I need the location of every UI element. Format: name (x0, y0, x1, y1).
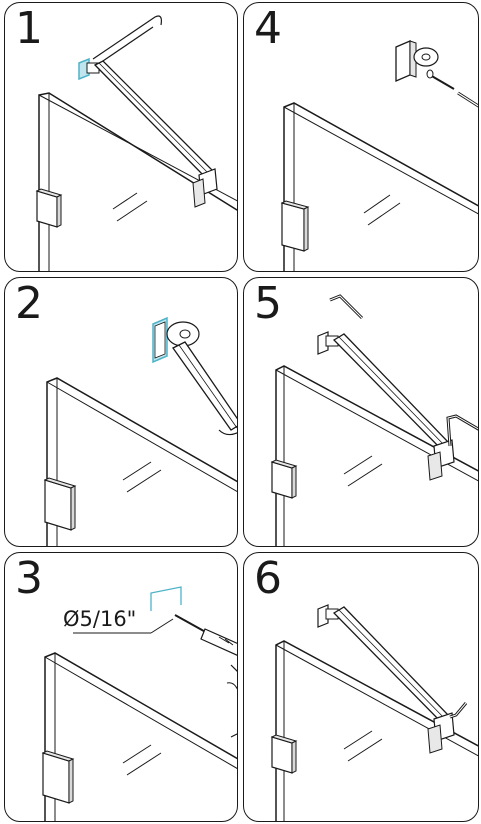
step-number: 3 (15, 553, 43, 604)
glass-reflection (363, 194, 401, 226)
hinge-block (280, 200, 310, 252)
glass-clamp (192, 168, 218, 208)
support-bar (332, 333, 451, 451)
screwdriver (457, 91, 478, 108)
step-6-illustration (270, 604, 478, 821)
step-3-illustration (41, 586, 237, 821)
allen-key-top (329, 294, 364, 320)
step-number: 6 (254, 553, 282, 604)
step-5-illustration (270, 294, 478, 546)
glass-panel (283, 102, 478, 271)
wall-bracket (395, 40, 439, 82)
glass-panel (275, 640, 478, 821)
glass-reflection (343, 455, 383, 487)
glass-panel (46, 377, 237, 546)
glass-panel (38, 92, 237, 271)
wall-bracket (152, 316, 200, 364)
hinge-block (270, 459, 298, 499)
glass-clamp (427, 712, 455, 754)
glass-reflection (343, 730, 383, 762)
support-bar (172, 341, 237, 436)
glass-reflection (122, 461, 162, 493)
glass-reflection (122, 744, 162, 776)
step-6-panel: 6 (243, 552, 479, 822)
hinge-block (35, 188, 63, 228)
drill-target-outline (150, 586, 182, 611)
support-bar (93, 60, 216, 180)
step-number: 4 (254, 3, 282, 54)
wall-bracket (317, 604, 339, 628)
drill-size-label: Ø5/16" (63, 607, 137, 631)
step-1-panel: 1 (4, 2, 238, 272)
step-5-panel: 5 (243, 277, 479, 547)
drill (174, 614, 237, 738)
glass-panel (275, 365, 478, 546)
step-4-illustration (280, 40, 478, 271)
glass-clamp (427, 439, 455, 481)
step-3-panel: 3 Ø5/16" (4, 552, 238, 822)
glass-panel (44, 652, 237, 821)
step-number: 5 (254, 278, 282, 329)
step-2-illustration (43, 316, 237, 546)
hinge-block (43, 477, 77, 531)
step-4-panel: 4 (243, 2, 479, 272)
screw (426, 69, 455, 90)
step-2-panel: 2 (4, 277, 238, 547)
allen-key-bottom (446, 414, 478, 447)
allen-key (449, 702, 468, 719)
step-number: 2 (15, 278, 43, 329)
wall-bracket (78, 57, 100, 81)
hinge-block (270, 734, 298, 774)
wall-bracket (317, 331, 339, 355)
glass-reflection (112, 192, 148, 222)
hinge-block (41, 750, 75, 804)
step-1-illustration (35, 15, 237, 271)
step-number: 1 (15, 3, 43, 54)
support-bar (332, 606, 451, 724)
